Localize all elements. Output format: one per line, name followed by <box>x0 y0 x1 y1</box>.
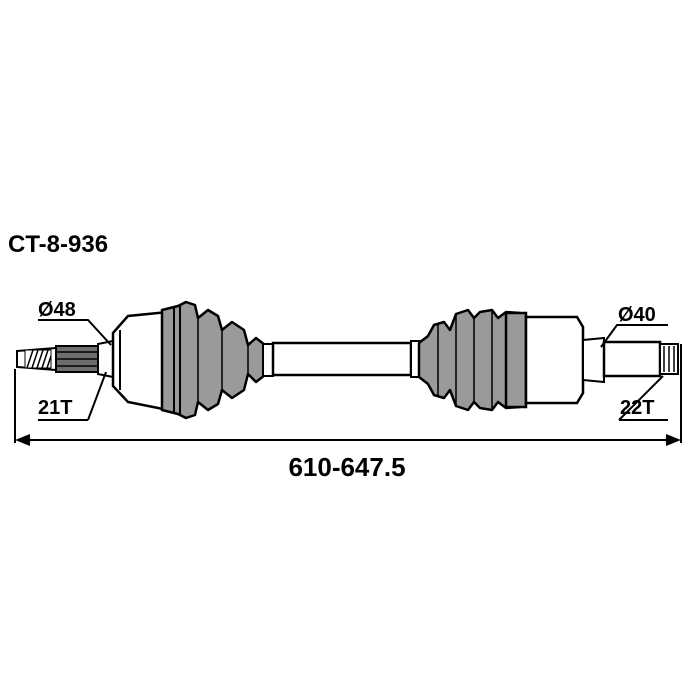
right-stub <box>582 336 679 384</box>
left-boot <box>160 300 267 420</box>
right-diameter-leader <box>600 324 668 348</box>
left-spline-count-label: 21T <box>38 397 72 419</box>
right-diameter-label: Ø40 <box>618 304 656 326</box>
center-bar <box>262 340 422 378</box>
right-cv-housing <box>524 315 585 405</box>
left-diameter-leader <box>38 319 112 346</box>
right-spline-count-label: 22T <box>620 397 654 419</box>
overall-length-label: 610-647.5 <box>288 452 405 482</box>
overall-length-dimension <box>14 344 682 446</box>
left-cv-housing <box>111 310 170 412</box>
left-stub <box>16 339 114 379</box>
left-thread-hatch <box>24 349 52 369</box>
left-diameter-label: Ø48 <box>38 299 76 321</box>
right-spline-leader <box>618 375 664 421</box>
part-number: CT-8-936 <box>8 231 108 258</box>
left-spline-leader <box>87 371 107 421</box>
